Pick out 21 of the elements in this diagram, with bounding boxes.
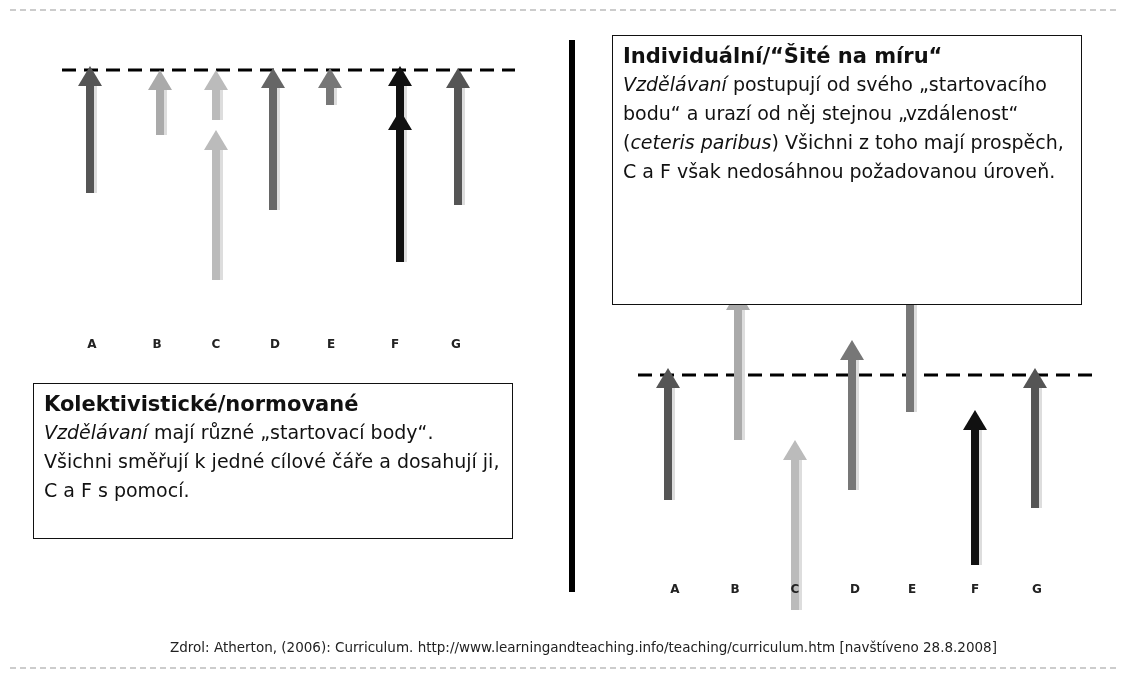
learner-label: E [907, 582, 917, 596]
learner-label: G [1032, 582, 1042, 596]
learner-label: F [390, 337, 400, 351]
learner-label: D [270, 337, 280, 351]
learner-label: C [211, 337, 221, 351]
learner-label: B [152, 337, 162, 351]
learner-label: A [670, 582, 680, 596]
learner-label: E [326, 337, 336, 351]
box-text: Vzdělávaní mají různé „startovací body“. Všichni směřují k jedné cílové čáře a dosahují ji, C a F s pomocí. [44, 420, 501, 503]
text-box [612, 35, 1082, 305]
learner-label: G [451, 337, 461, 351]
source-note: Zdrol: Atherton, (2006): Curriculum. http://www.learningandteaching.info/teaching/curriculum.htm [navštíveno 28.8.2008] [170, 639, 997, 655]
learner-label: A [87, 337, 97, 351]
learner-label: B [730, 582, 740, 596]
learner-label: F [970, 582, 980, 596]
box-heading: Individuální/“Šité na míru“ [623, 42, 944, 70]
box-heading: Kolektivistické/normované [44, 391, 360, 418]
learner-label: C [790, 582, 800, 596]
learner-label: D [850, 582, 860, 596]
text-box [33, 383, 513, 539]
box-text: Vzdělávaní postupují od svého „startovacího bodu“ a urazí od něj stejnou „vzdálenost“ (ceteris paribus) Všichni z toho mají prospěch, C a F však nedosáhnou požadovanou úroveň. [623, 72, 1065, 184]
